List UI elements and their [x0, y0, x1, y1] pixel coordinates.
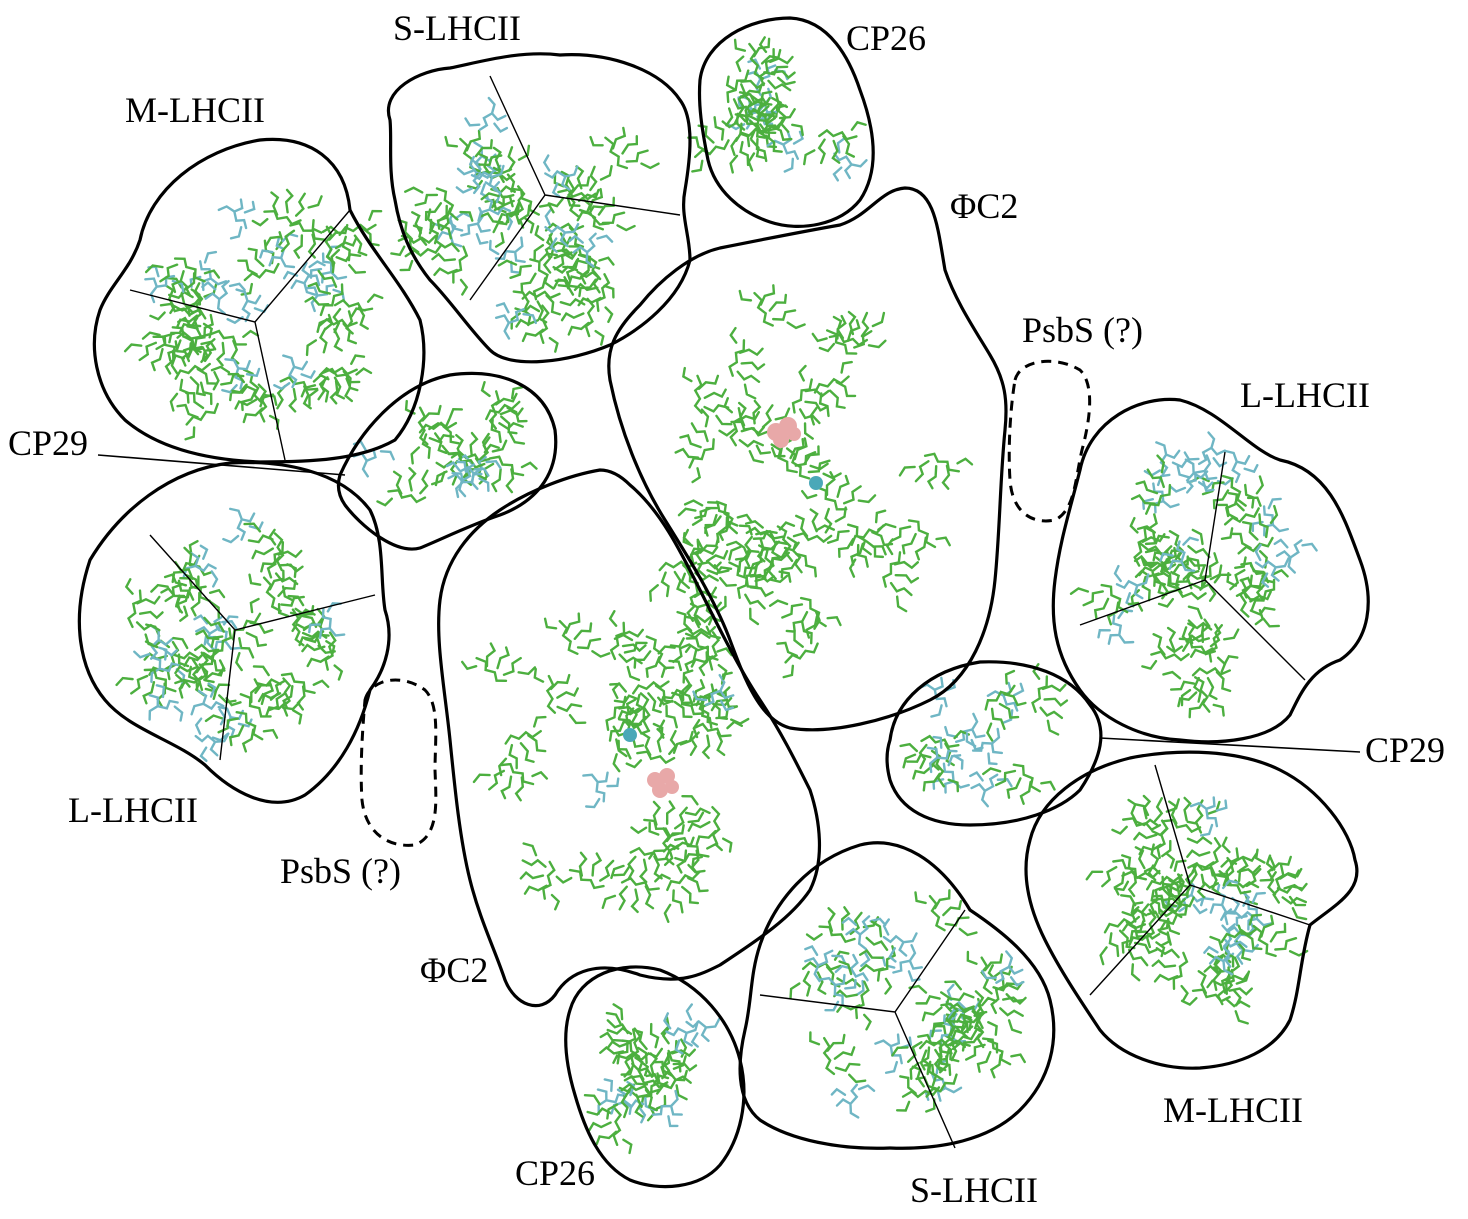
pigment-cluster-icon [683, 480, 756, 558]
pigment-cluster-icon [662, 1009, 702, 1056]
pigment-cluster-icon [403, 167, 476, 244]
pigment-cluster-icon [780, 505, 851, 553]
pigment-cluster-icon [806, 1018, 868, 1095]
pigment-cluster-icon [662, 407, 734, 485]
pigment-cluster-icon [299, 352, 374, 408]
pigment-cluster-icon [1019, 662, 1075, 736]
pigment-cluster-icon [827, 1078, 877, 1121]
pigment-cluster-icon [736, 269, 807, 347]
pigment-cluster-icon [923, 750, 979, 805]
pigment-cluster-icon [850, 920, 910, 996]
pigment-cluster-icon [462, 91, 517, 143]
label-psbs-right: PsbS (?) [1022, 310, 1143, 350]
pigment-cluster-icon [541, 597, 612, 676]
pigment-cluster-icon [1146, 930, 1199, 1003]
pigment-cluster-icon [939, 990, 1002, 1067]
pigment-cluster-icon [213, 350, 265, 396]
pigment-cluster-icon [716, 326, 772, 400]
pigment-cluster-icon [518, 842, 563, 911]
pigment-cluster-icon [822, 135, 873, 189]
cp29-right-leader [1099, 737, 1361, 753]
label-l-lhcii-right: L-LHCII [1240, 375, 1370, 415]
cp29-right-monomer [885, 660, 1103, 827]
label-s-lhcii-bottom: S-LHCII [910, 1170, 1038, 1210]
pigment-cluster-icon [964, 667, 1041, 743]
pigment-cluster-icon [531, 659, 588, 734]
pigment-cluster-icon [472, 746, 550, 813]
pigment-cluster-icon [123, 317, 201, 387]
label-cp29-left: CP29 [8, 423, 88, 463]
phic2-bottom-core [437, 468, 822, 1008]
pigment-cluster-icon [218, 503, 266, 545]
s-lhcii-bottom-trimer [738, 841, 1056, 1150]
pigment-cluster-icon [459, 630, 537, 701]
pigment-cluster-icon [768, 577, 844, 653]
pigment-cluster-icon [484, 713, 562, 778]
pigment-cluster-icon [1189, 454, 1264, 531]
pigment-texture [114, 22, 1320, 1160]
pigment-cluster-icon [754, 516, 820, 594]
pigment-cluster-icon [485, 226, 537, 281]
pigment-cluster-icon [898, 438, 975, 500]
pigment-cluster-icon [677, 482, 755, 553]
label-phic2-top: ΦC2 [950, 186, 1018, 226]
pigment-cluster-icon [793, 358, 871, 427]
pigment-cluster-icon [209, 187, 265, 243]
label-m-lhcii-right: M-LHCII [1163, 1090, 1303, 1130]
phic2-top-core [607, 186, 1008, 732]
pigment-cluster-icon [876, 499, 953, 574]
s-lhcii-top-trimer [386, 52, 692, 364]
pigment-cluster-icon [587, 112, 661, 190]
pigment-cluster-icon [554, 841, 631, 904]
pigment-cluster-icon [1161, 655, 1228, 734]
label-cp29-right: CP29 [1365, 730, 1445, 770]
pigment-cluster-icon [342, 430, 398, 484]
label-m-lhcii-left: M-LHCII [125, 90, 265, 130]
label-cp26-bottom: CP26 [515, 1153, 595, 1193]
cp29-left-leader [97, 454, 346, 476]
pigment-cluster-icon [711, 535, 789, 608]
psbs-left-dashed-region [359, 678, 438, 847]
pigment-cluster-icon [800, 120, 870, 167]
pigment-cluster-icon [382, 203, 456, 258]
psbs-right-dashed-region [1007, 359, 1092, 523]
cp26-top-monomer [697, 16, 875, 228]
pigment-cluster-icon [195, 271, 248, 319]
l-lhcii-left-trimer [77, 460, 391, 804]
pigment-cluster-icon [1143, 440, 1188, 478]
pigment-cluster-icon [251, 184, 323, 236]
label-s-lhcii-top: S-LHCII [393, 8, 521, 48]
label-l-lhcii-left: L-LHCII [68, 790, 198, 830]
pigment-cluster-icon [162, 370, 240, 443]
pigment-cluster-icon [600, 609, 652, 682]
label-cp26-top: CP26 [846, 18, 926, 58]
pigment-cluster-icon [300, 357, 373, 410]
pigment-cluster-icon [271, 352, 317, 391]
pigment-cluster-icon [647, 822, 725, 885]
l-lhcii-right-trimer [1051, 397, 1370, 744]
pigment-cluster-icon [464, 383, 543, 453]
reaction-center-bottom [623, 728, 679, 798]
label-psbs-left: PsbS (?) [280, 851, 401, 891]
m-lhcii-right-trimer [1024, 750, 1359, 1070]
pigment-cluster-icon [376, 464, 446, 512]
pigment-cluster-icon [1091, 606, 1145, 656]
cp26-bottom-monomer [564, 965, 746, 1189]
reaction-center-top [767, 417, 823, 490]
label-phic2-bottom: ΦC2 [420, 950, 488, 990]
cp29-left-monomer [336, 371, 558, 551]
m-lhcii-left-trimer [92, 137, 426, 464]
